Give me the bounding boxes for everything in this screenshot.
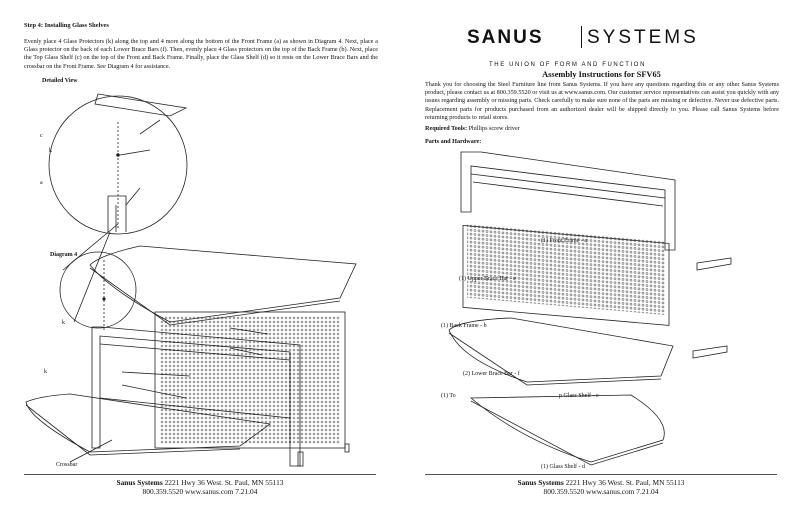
detail-top-shelf	[94, 93, 188, 117]
tagline: THE UNION OF FORM AND FUNCTION	[489, 62, 646, 68]
footer-company: Sanus Systems	[517, 478, 564, 487]
letter-k-main: k	[44, 369, 47, 375]
crossbar-label: Crossbar	[56, 462, 78, 468]
label-glass-shelf: (1) Glass Shelf - d	[541, 464, 585, 470]
part-top-glass	[448, 317, 674, 383]
top-glass-shelf	[89, 245, 357, 323]
footer-address: 2221 Hwy 36 West. St. Paul, MN 55113	[164, 478, 284, 487]
letter-k-small: k	[62, 320, 65, 326]
letter-a: a	[40, 180, 43, 186]
diagram-4-label: Diagram 4	[50, 252, 78, 258]
tools-label: Required Tools:	[425, 125, 468, 132]
label-upper-brace: (1) Upper Brace Bar - e	[459, 276, 516, 282]
label-lower-brace: (2) Lower Brace Bar - f	[463, 371, 520, 377]
left-page: Step 4: Installing Glass Shelves Evenly …	[24, 22, 378, 496]
footer-contact: 800.359.5520 www.sanus.com 7.21.04	[543, 487, 659, 496]
intro-text: Thank you for choosing the Steel Furnitu…	[425, 81, 779, 121]
part-glass-shelf	[469, 394, 665, 463]
logo-divider	[581, 26, 582, 48]
part-brace-bar-2	[692, 345, 728, 359]
detail-view-circle	[48, 95, 188, 235]
label-top-glass-b: p Glass Shelf - c	[559, 393, 599, 399]
parts-illustration	[448, 151, 732, 466]
footer-rule	[425, 474, 777, 475]
bottom-glass-shelf	[25, 393, 272, 453]
footer-contact: 800.359.5520 www.sanus.com 7.21.04	[142, 487, 258, 496]
tools-value: Phillips screw driver	[468, 125, 520, 132]
logo-sanus: SANUS	[467, 27, 544, 48]
back-frame-mesh	[154, 311, 346, 449]
footer-rule	[24, 474, 376, 475]
footer-company: Sanus Systems	[116, 478, 163, 487]
label-top-glass-a: (1) To	[441, 393, 456, 399]
footer: Sanus Systems 2221 Hwy 36 West. St. Paul…	[425, 478, 777, 487]
detailed-view-label: Detailed View	[42, 78, 78, 84]
small-detail-circle	[59, 251, 137, 329]
letter-k-detail: k	[49, 148, 52, 154]
step-body: Evenly place 4 Glass Protectors (k) alon…	[24, 38, 378, 70]
assembly-title: Assembly Instructions for SFV65	[542, 70, 661, 79]
diagram-4-illustration	[25, 93, 357, 467]
right-page: SANUS SYSTEMS THE UNION OF FORM AND FUNC…	[401, 0, 802, 519]
part-brace-bar-1	[696, 257, 732, 271]
label-back-frame: (1) Back Frame - b	[441, 323, 487, 329]
logo-systems: SYSTEMS	[587, 27, 699, 48]
label-front-frame: (1) Front Frame - a	[541, 238, 587, 244]
parts-heading: Parts and Hardware:	[425, 138, 482, 145]
letter-c: c	[40, 133, 43, 139]
part-front-frame	[460, 151, 676, 251]
footer: Sanus Systems 2221 Hwy 36 West. St. Paul…	[24, 478, 376, 487]
footer-address: 2221 Hwy 36 West. St. Paul, MN 55113	[565, 478, 685, 487]
step-heading: Step 4: Installing Glass Shelves	[24, 22, 109, 29]
required-tools: Required Tools: Phillips screw driver	[425, 125, 520, 133]
